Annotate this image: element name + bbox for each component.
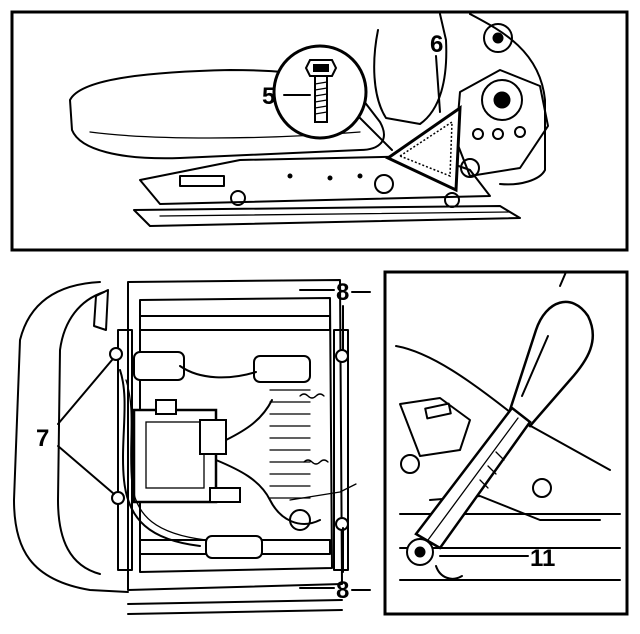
seat-pan-bottom-rail: [127, 609, 343, 615]
spring-coil: [303, 459, 329, 465]
recliner-pin: [472, 128, 484, 140]
buckle-strap: [559, 271, 567, 287]
bottom-right-panel: 11: [383, 270, 629, 616]
bracket-slot: [424, 402, 452, 420]
seat-back-side: [469, 13, 546, 186]
callout-7: 7: [36, 425, 49, 452]
anchor-washer: [435, 565, 463, 580]
recliner-hub-center: [493, 91, 511, 109]
frame-hole: [327, 175, 333, 181]
callout-6-leader: [435, 55, 441, 113]
callout-5: 5: [262, 83, 275, 110]
slide-rail: [159, 211, 511, 217]
spring-mat: [269, 389, 311, 499]
cushion-clip: [93, 289, 109, 331]
left-side-rail: [117, 329, 133, 571]
wire-lead: [289, 483, 357, 501]
wiring-harness: [119, 365, 321, 547]
spring-coil: [299, 393, 325, 399]
bracket-bolt: [400, 454, 420, 474]
recliner-lower-pivot: [460, 158, 480, 178]
callout-8-bottom: 8: [336, 577, 349, 604]
anchor-bolt-center: [414, 546, 426, 558]
callout-8-top: 8: [336, 279, 349, 306]
bolt-icon: [304, 59, 338, 123]
seat-motor: [205, 535, 263, 559]
mounting-bolt: [335, 349, 349, 363]
seat-motor: [253, 355, 311, 383]
buckle-release-button: [521, 335, 549, 397]
callout-6: 6: [430, 31, 443, 58]
mounting-bolt: [109, 347, 123, 361]
seat-back: [373, 13, 448, 125]
wiring-harness-2: [125, 379, 207, 541]
frame-bolt: [444, 192, 460, 208]
cushion-inner-edge: [57, 291, 105, 575]
seat-pan-frame: [127, 279, 343, 591]
detail-triangle-hatch: [398, 120, 453, 178]
control-module-cover: [145, 421, 205, 489]
frame-bolt: [230, 190, 246, 206]
motor-gear: [289, 509, 311, 531]
seat-pan-bottom-rail: [127, 599, 343, 605]
side-bracket: [399, 397, 471, 457]
top-panel: 5 6: [10, 10, 629, 252]
frame-hole: [357, 173, 363, 179]
headrest-pivot: [483, 23, 513, 53]
headrest-pivot-center: [492, 32, 504, 44]
stalk-rivets: [479, 451, 505, 489]
seat-frame-upper: [139, 155, 491, 205]
frame-hole: [287, 173, 293, 179]
mounting-bolt: [111, 491, 125, 505]
right-side-rail: [333, 329, 349, 571]
recliner-pin: [492, 128, 504, 140]
cushion-outline: [13, 281, 129, 593]
frame-bolt: [374, 174, 394, 194]
callout-7-leader: [57, 445, 115, 495]
front-cross-rail: [139, 315, 331, 331]
module-connector: [199, 419, 227, 455]
bracket-bolt: [532, 478, 552, 498]
module-connector: [155, 399, 177, 415]
seat-belt-buckle: [508, 300, 594, 428]
seat-frame-lower: [133, 205, 521, 227]
wire-connector: [209, 487, 241, 503]
buckle-stalk-edge: [427, 417, 519, 541]
recliner-pin: [514, 126, 526, 138]
callout-11: 11: [530, 545, 555, 572]
seat-motor: [133, 351, 185, 381]
rail-slot: [179, 175, 225, 187]
bottom-left-panel: 7 8 8: [13, 279, 371, 615]
callout-7-leader: [57, 359, 113, 425]
